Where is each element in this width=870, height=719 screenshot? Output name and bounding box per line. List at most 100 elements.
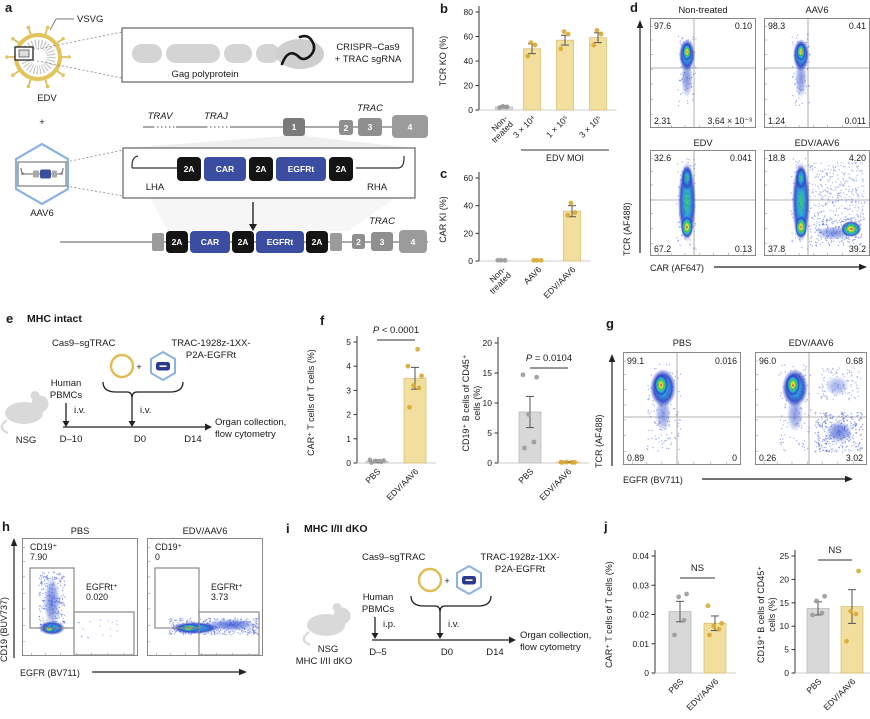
scatter-dot <box>861 208 864 210</box>
scatter-dot <box>823 438 825 441</box>
scatter-dot <box>824 237 826 240</box>
scatter-dot <box>46 619 48 621</box>
scatter-dot <box>825 223 827 226</box>
gate-label: CD19⁺ <box>30 542 57 552</box>
scatter-dot <box>657 383 659 386</box>
scatter-dot <box>817 424 819 426</box>
scatter-dot <box>62 575 64 577</box>
scatter-dot <box>797 162 799 164</box>
x-category-label: PBS <box>666 676 685 695</box>
scatter-dot <box>674 407 676 410</box>
panel-letter-j: j <box>604 519 608 534</box>
scatter-dot <box>798 182 801 184</box>
scatter-dot <box>782 424 784 426</box>
y-tick-label: 15 <box>483 368 493 378</box>
scatter-dot <box>54 596 56 599</box>
scatter-dot <box>804 400 807 403</box>
scatter-dot <box>835 210 837 212</box>
scatter-dot <box>848 166 850 168</box>
zoom-line <box>65 185 124 197</box>
scatter-dot <box>683 176 685 179</box>
scatter-dot <box>783 449 785 451</box>
quad-ll: 0.89 <box>627 453 644 463</box>
scatter-dot <box>668 412 670 414</box>
scatter-dot <box>51 604 53 607</box>
scatter-dot <box>804 449 806 451</box>
scatter-dot <box>689 239 691 241</box>
scatter-dot <box>837 440 839 442</box>
brace <box>410 595 492 613</box>
scatter-dot <box>784 419 787 421</box>
y-tick-label: 5 <box>346 337 351 347</box>
scatter-dot <box>49 606 51 609</box>
scatter-dot <box>42 576 44 579</box>
scatter-dot <box>855 213 858 216</box>
scatter-dot <box>780 441 783 443</box>
scatter-dot <box>823 379 825 382</box>
panel-letter-d: d <box>630 0 638 15</box>
scatter-dot <box>837 384 839 386</box>
scatter-dot <box>801 445 804 448</box>
scatter-dot <box>802 189 805 192</box>
scatter-dot <box>801 398 804 400</box>
scatter-dot <box>847 161 849 164</box>
scatter-dot <box>815 450 817 453</box>
scatter-dot <box>220 623 223 625</box>
scatter-dot <box>794 369 796 372</box>
scatter-dot <box>799 61 801 64</box>
scatter-dot <box>834 214 836 217</box>
quad-ur: 4.20 <box>849 153 866 163</box>
scatter-dot <box>835 180 837 183</box>
scatter-dot <box>682 77 685 79</box>
scatter-dot <box>819 191 821 193</box>
scatter-dot <box>795 407 797 409</box>
scatter-dot <box>208 628 211 630</box>
quad-ll: 67.2 <box>654 244 671 254</box>
scatter-dot <box>796 34 799 36</box>
scatter-dot <box>116 623 118 626</box>
scatter-dot <box>176 627 178 629</box>
scatter-dot <box>647 409 649 411</box>
scatter-dot <box>815 421 817 423</box>
scatter-dot <box>842 393 844 395</box>
scatter-dot <box>679 79 681 81</box>
scatter-dot <box>832 368 834 371</box>
scatter-dot <box>818 443 820 446</box>
scatter-dot <box>38 584 40 587</box>
scatter-dot <box>830 372 832 374</box>
scatter-dot <box>848 176 850 179</box>
scatter-dot <box>55 620 57 622</box>
scatter-dot <box>826 187 828 189</box>
int-exon-4: 4 <box>411 237 416 247</box>
scatter-dot <box>826 219 828 222</box>
scatter-dot <box>787 384 789 387</box>
scatter-dot <box>804 209 807 211</box>
scatter-dot <box>253 619 256 622</box>
scatter-dot <box>647 388 650 390</box>
scatter-dot <box>233 622 236 625</box>
scatter-dot <box>197 624 199 626</box>
scatter-dot <box>833 388 836 391</box>
y-tick-label: 1 <box>346 434 351 444</box>
y-tick-label: 60 <box>464 32 474 42</box>
scatter-dot <box>853 423 855 426</box>
scatter-dot <box>217 627 219 630</box>
x-category-label: Non-treated <box>484 113 516 145</box>
scatter-dot <box>818 203 821 205</box>
scatter-dot <box>850 219 852 221</box>
scatter-dot <box>684 89 686 91</box>
scatter-dot <box>689 244 691 246</box>
scatter-dot <box>804 92 807 95</box>
scatter-dot <box>848 431 850 433</box>
scatter-dot <box>42 588 44 590</box>
scatter-dot <box>847 241 849 243</box>
scatter-dot <box>848 237 850 239</box>
scatter-dot <box>677 434 679 437</box>
scatter-dot <box>861 447 864 449</box>
scatter-dot <box>849 437 851 439</box>
scatter-dot <box>842 418 844 421</box>
scatter-dot <box>653 388 655 391</box>
scatter-dot <box>844 442 846 444</box>
scatter-dot <box>828 368 830 371</box>
scatter-dot <box>659 421 661 423</box>
